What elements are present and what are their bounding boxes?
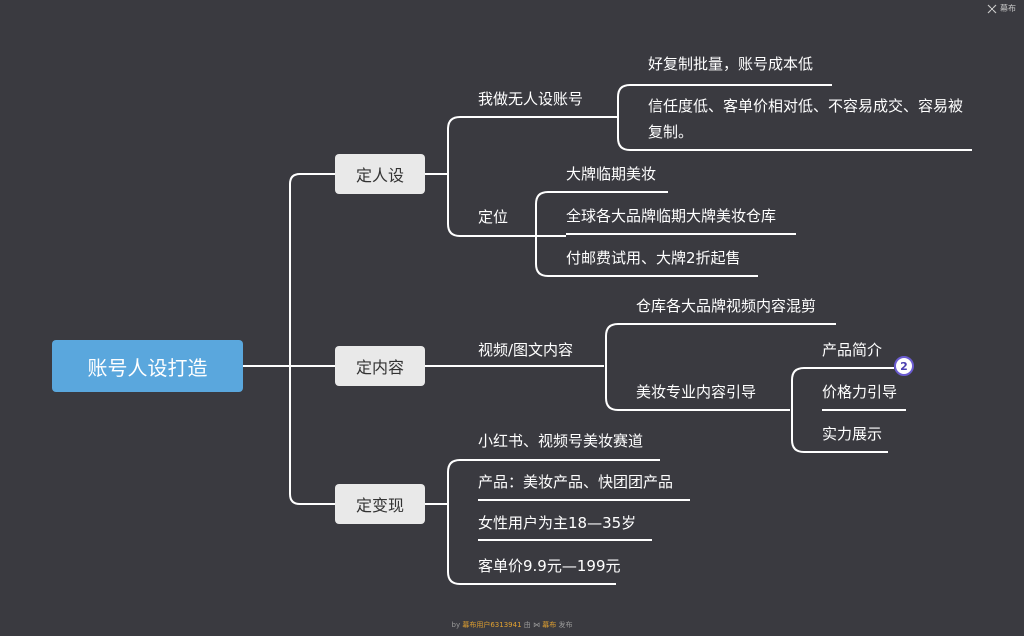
node-monetize-item-3[interactable]: 女性用户为主18—35岁: [478, 514, 637, 532]
root-node[interactable]: 账号人设打造: [52, 340, 243, 392]
branch-persona[interactable]: 定人设: [335, 154, 425, 194]
footer-suffix: 发布: [558, 621, 573, 629]
positioning-leaves-curve: [535, 191, 566, 277]
node-video[interactable]: 视频/图文内容: [478, 341, 574, 359]
collapsed-count-badge[interactable]: 2: [894, 356, 914, 376]
guide-leaves-curve: [791, 367, 822, 453]
footer-prefix: by: [451, 621, 461, 629]
node-positioning[interactable]: 定位: [478, 208, 509, 226]
node-monetize-item-4[interactable]: 客单价9.9元—199元: [478, 557, 621, 575]
node-positioning-item-1[interactable]: 大牌临期美妆: [566, 165, 657, 183]
mubu-logo-icon: [987, 4, 997, 13]
faceless-leaves-curve: [617, 84, 648, 151]
footer-mubu-icon: ⋈: [533, 621, 540, 629]
monetize-leaves-curve: [447, 459, 478, 585]
node-guide-item-3[interactable]: 实力展示: [822, 425, 883, 443]
node-guide-item-1[interactable]: 产品简介: [822, 341, 883, 359]
video-leaves-curve: [605, 323, 636, 411]
node-monetize-item-1[interactable]: 小红书、视频号美妆赛道: [478, 432, 644, 450]
node-faceless[interactable]: 我做无人设账号: [478, 90, 584, 108]
footer-middle: 由: [523, 621, 531, 629]
branch-monetize[interactable]: 定变现: [335, 484, 425, 524]
node-guide-item-2[interactable]: 价格力引导: [822, 383, 898, 401]
main-branch-curve: [289, 173, 335, 505]
node-positioning-item-2[interactable]: 全球各大品牌临期大牌美妆仓库: [566, 207, 777, 225]
footer-credit: by 幕布用户6313941 由 ⋈ 幕布 发布: [0, 620, 1024, 630]
footer-user-link[interactable]: 幕布用户6313941: [462, 621, 522, 629]
node-video-item-1[interactable]: 仓库各大品牌视频内容混剪: [636, 297, 817, 315]
footer-brand-link[interactable]: 幕布: [542, 621, 557, 629]
node-faceless-item-1[interactable]: 好复制批量，账号成本低: [648, 55, 814, 73]
node-guide[interactable]: 美妆专业内容引导: [636, 383, 757, 401]
node-faceless-item-2[interactable]: 信任度低、客单价相对低、不容易成交、容易被复制。: [648, 97, 964, 141]
brand-label: 幕布: [1000, 4, 1016, 13]
persona-children-curve: [447, 116, 478, 237]
node-positioning-item-3[interactable]: 付邮费试用、大牌2折起售: [566, 249, 741, 267]
node-monetize-item-2[interactable]: 产品：美妆产品、快团团产品: [478, 473, 674, 491]
branch-content[interactable]: 定内容: [335, 346, 425, 386]
brand-logo[interactable]: 幕布: [987, 3, 1016, 14]
